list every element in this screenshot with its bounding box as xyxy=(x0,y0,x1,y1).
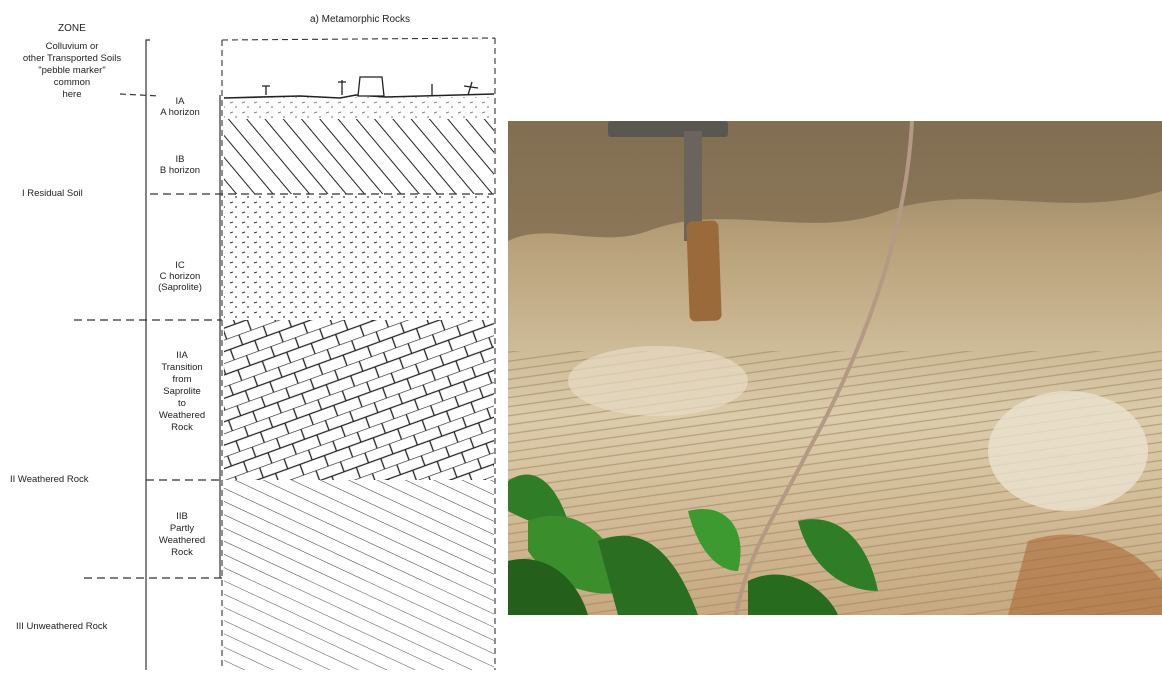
zone-label-unweathered: III Unweathered Rock xyxy=(16,621,108,632)
svg-text:C horizon: C horizon xyxy=(160,271,201,282)
svg-text:from: from xyxy=(173,374,192,385)
svg-text:Colluvium or: Colluvium or xyxy=(46,41,99,52)
pale-rock-block xyxy=(988,391,1148,511)
outcrop-photo xyxy=(508,121,1162,615)
stump-icon xyxy=(358,77,384,96)
svg-text:common: common xyxy=(54,77,90,88)
svg-text:B horizon: B horizon xyxy=(160,165,200,176)
horizon-label-ic: IC C horizon (Saprolite) xyxy=(158,260,202,293)
svg-text:Partly: Partly xyxy=(170,523,195,534)
colluvium-note: Colluvium or other Transported Soils "pe… xyxy=(23,41,121,100)
b-horizon-fill xyxy=(224,119,494,194)
zone-bracket xyxy=(146,40,150,670)
horizon-label-ia: IA A horizon xyxy=(160,96,200,118)
svg-text:Transition: Transition xyxy=(161,362,202,373)
svg-text:IIA: IIA xyxy=(176,350,188,361)
svg-text:Saprolite: Saprolite xyxy=(163,386,201,397)
svg-text:IC: IC xyxy=(175,260,185,271)
a-horizon-fill xyxy=(224,97,494,119)
svg-text:Weathered: Weathered xyxy=(159,410,205,421)
svg-text:Weathered: Weathered xyxy=(159,535,205,546)
transition-fill xyxy=(224,320,494,480)
horizon-label-iia: IIA Transition from Saprolite to Weather… xyxy=(159,350,205,433)
svg-text:A horizon: A horizon xyxy=(160,107,200,118)
svg-text:(Saprolite): (Saprolite) xyxy=(158,282,202,293)
svg-text:other Transported Soils: other Transported Soils xyxy=(23,53,121,64)
partly-weathered-fill xyxy=(224,480,494,580)
zone-label-weathered: II Weathered Rock xyxy=(10,474,89,485)
weathering-profile-diagram: a) Metamorphic Rocks ZONE Colluvium or o… xyxy=(0,0,505,677)
svg-text:Rock: Rock xyxy=(171,422,193,433)
svg-text:to: to xyxy=(178,398,186,409)
svg-text:"pebble marker": "pebble marker" xyxy=(38,65,105,76)
c-horizon-fill xyxy=(224,194,494,320)
svg-text:IIB: IIB xyxy=(176,511,188,522)
zone-header: ZONE xyxy=(58,23,86,34)
bedrock-fill xyxy=(224,580,494,670)
pebble-marker-line xyxy=(120,94,160,96)
zone-label-residual: I Residual Soil xyxy=(22,188,83,199)
diagram-heading: a) Metamorphic Rocks xyxy=(310,14,410,25)
svg-text:here: here xyxy=(62,89,81,100)
pale-rock-block xyxy=(568,346,748,416)
horizon-label-iib: IIB Partly Weathered Rock xyxy=(159,511,205,558)
svg-text:IA: IA xyxy=(176,96,186,107)
svg-text:Rock: Rock xyxy=(171,547,193,558)
horizon-label-ib: IB B horizon xyxy=(160,154,200,176)
svg-text:IB: IB xyxy=(176,154,185,165)
